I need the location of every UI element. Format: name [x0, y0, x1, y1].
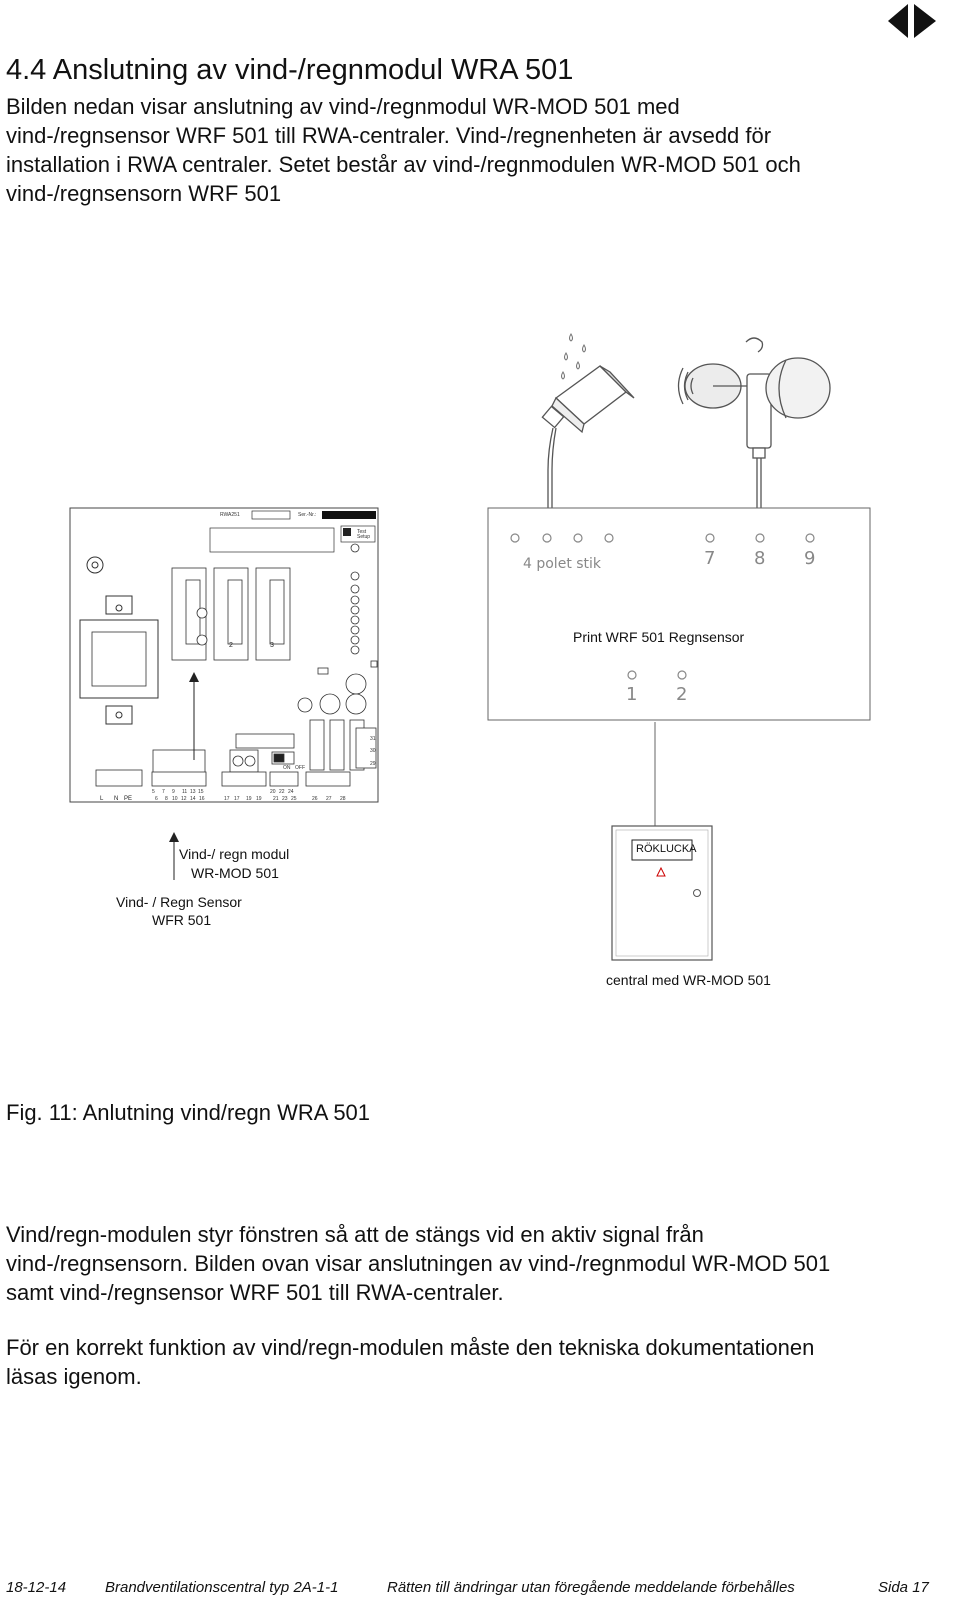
intro-line: Bilden nedan visar anslutning av vind-/r…	[6, 94, 680, 119]
svg-text:15: 15	[198, 789, 204, 795]
svg-text:2: 2	[229, 642, 233, 649]
svg-text:13: 13	[190, 789, 196, 795]
svg-text:21: 21	[273, 796, 279, 802]
svg-text:14: 14	[190, 796, 196, 802]
svg-text:24: 24	[288, 789, 294, 795]
footer-page-number: Sida 17	[878, 1579, 929, 1596]
svg-text:Setup: Setup	[357, 534, 370, 540]
print-wrf-box	[487, 507, 871, 721]
svg-text:19: 19	[246, 796, 252, 802]
pin-number: 8	[754, 548, 766, 569]
svg-text:N: N	[114, 796, 118, 802]
figure-caption: Fig. 11: Anlutning vind/regn WRA 501	[6, 1100, 371, 1125]
central-label: central med WR-MOD 501	[606, 972, 771, 988]
svg-text:6: 6	[155, 796, 158, 802]
svg-text:30: 30	[370, 748, 376, 754]
para-line: läsas igenom.	[6, 1364, 142, 1389]
svg-text:9: 9	[172, 789, 175, 795]
pin-number: 7	[704, 548, 716, 569]
svg-text:12: 12	[181, 796, 187, 802]
pin-number: 2	[676, 684, 688, 705]
svg-text:16: 16	[199, 796, 205, 802]
svg-text:27: 27	[326, 796, 332, 802]
svg-text:22: 22	[279, 789, 285, 795]
intro-line: vind-/regnsensorn WRF 501	[6, 181, 282, 206]
module-label-line1: Vind-/ regn modul	[179, 846, 290, 862]
svg-text:19: 19	[256, 796, 262, 802]
svg-text:Test: Test	[357, 529, 367, 535]
svg-text:20: 20	[270, 789, 276, 795]
svg-text:5: 5	[152, 789, 155, 795]
svg-text:L: L	[100, 796, 104, 802]
svg-text:28: 28	[340, 796, 346, 802]
para-line: För en korrekt funktion av vind/regn-mod…	[6, 1335, 815, 1360]
svg-text:29: 29	[370, 761, 376, 767]
intro-line: installation i RWA centraler. Setet best…	[6, 152, 801, 177]
para-line: Vind/regn-modulen styr fönstren så att d…	[6, 1222, 704, 1247]
intro-paragraph: Bilden nedan visar anslutning av vind-/r…	[6, 92, 936, 208]
anemometer-icon	[677, 337, 831, 520]
footer-doc-title: Brandventilationscentral typ 2A-1-1	[105, 1579, 339, 1596]
svg-text:Ser.-Nr.:: Ser.-Nr.:	[298, 512, 316, 518]
wiring-diagram: RWA251 Ser.-Nr.: Test Setup 2 3 31 30 29…	[69, 333, 871, 961]
svg-text:17: 17	[224, 796, 230, 802]
svg-text:25: 25	[291, 796, 297, 802]
svg-text:26: 26	[312, 796, 318, 802]
plug-label: 4 polet stik	[523, 556, 602, 572]
svg-text:17: 17	[234, 796, 240, 802]
section-heading: 4.4 Anslutning av vind-/regnmodul WRA 50…	[6, 54, 574, 86]
svg-text:11: 11	[182, 789, 187, 795]
wiring-figure: RWA251 Ser.-Nr.: Test Setup 2 3 31 30 29…	[0, 320, 960, 1020]
rain-drops-icon	[561, 333, 586, 380]
svg-text:7: 7	[162, 789, 165, 795]
para-line: vind-/regnsensorn. Bilden ovan visar ans…	[6, 1251, 831, 1276]
body-paragraph-1: Vind/regn-modulen styr fönstren så att d…	[6, 1220, 946, 1307]
svg-text:ON: ON	[283, 765, 291, 771]
body-paragraph-2: För en korrekt funktion av vind/regn-mod…	[6, 1333, 946, 1391]
para-line: samt vind-/regnsensor WRF 501 till RWA-c…	[6, 1280, 504, 1305]
svg-text:RWA251: RWA251	[220, 512, 240, 518]
sensor-label-line2: WFR 501	[152, 912, 212, 928]
print-box-title: Print WRF 501 Regnsensor	[573, 629, 745, 645]
footer-rights: Rätten till ändringar utan föregående me…	[387, 1579, 795, 1596]
double-triangle-logo	[888, 4, 936, 38]
module-label-line2: WR-MOD 501	[191, 865, 279, 881]
svg-text:OFF: OFF	[295, 765, 305, 771]
svg-text:31: 31	[370, 736, 376, 742]
svg-text:3: 3	[270, 642, 274, 649]
roklucka-badge: RÖKLUCKA	[636, 843, 697, 855]
intro-line: vind-/regnsensor WRF 501 till RWA-centra…	[6, 123, 772, 148]
sensor-label-line1: Vind- / Regn Sensor	[116, 894, 242, 910]
svg-text:8: 8	[165, 796, 168, 802]
pin-number: 9	[804, 548, 816, 569]
pin-number: 1	[626, 684, 638, 705]
svg-text:10: 10	[172, 796, 178, 802]
rain-sensor-icon	[541, 365, 635, 640]
svg-text:23: 23	[282, 796, 288, 802]
svg-text:PE: PE	[124, 796, 132, 802]
footer-date: 18-12-14	[6, 1579, 67, 1596]
